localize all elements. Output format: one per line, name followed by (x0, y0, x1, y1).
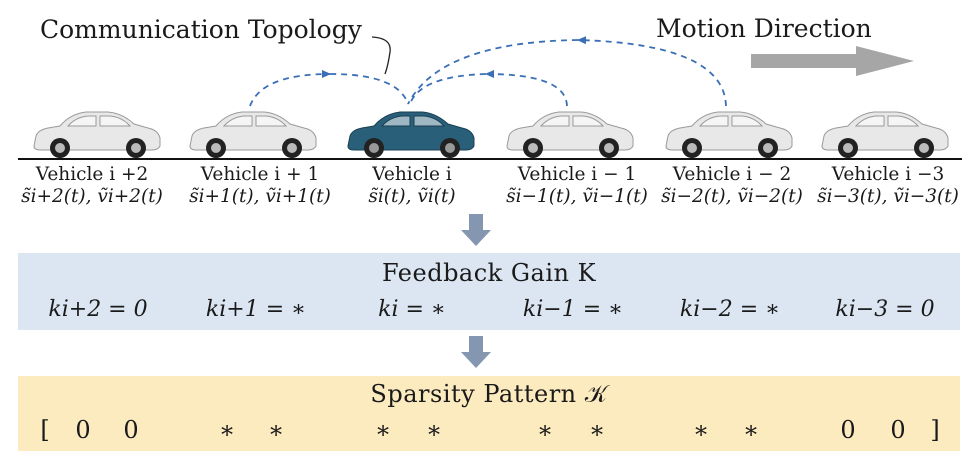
link-arrow-iplus1-to-i (249, 70, 331, 107)
vehicle-state: s̃i−1(t), ṽi−1(t) (506, 186, 648, 207)
vehicle-state: s̃i(t), ṽi(t) (368, 186, 456, 207)
sparsity-entry: ∗ (374, 416, 392, 444)
gain-value: ki−2 = ∗ (679, 297, 781, 322)
sparsity-entry: ∗ (425, 416, 443, 444)
vehicle-label-iminus2: Vehicle i − 2 s̃i−2(t), ṽi−2(t) (647, 164, 817, 208)
matrix-close-bracket: ] (930, 416, 940, 444)
link-arrow-i-to-iplus1 (329, 73, 409, 105)
sparsity-entry: ∗ (536, 416, 554, 444)
vehicle-label-iplus2: Vehicle i +2 s̃i+2(t), ṽi+2(t) (7, 164, 177, 208)
car-icon-vehicle-iminus1 (506, 111, 634, 158)
vehicle-label-iminus3: Vehicle i −3 s̃i−3(t), ṽi−3(t) (803, 164, 973, 208)
sparsity-entry: 0 (123, 416, 139, 444)
sparsity-entry: ∗ (588, 416, 606, 444)
sparsity-pattern-panel: Sparsity Pattern 𝒦 [ 0 0 ∗ ∗ ∗ ∗ ∗ ∗ ∗ ∗… (18, 376, 960, 451)
sparsity-entry: 0 (75, 416, 91, 444)
sparsity-entry: ∗ (267, 416, 285, 444)
vehicle-label-iminus1: Vehicle i − 1 s̃i−1(t), ṽi−1(t) (492, 164, 662, 208)
sparsity-entry: ∗ (692, 416, 710, 444)
flow-arrow-down-1 (461, 214, 491, 246)
car-icon-vehicle-iplus1 (189, 111, 317, 158)
vehicle-name: Vehicle i −3 (831, 164, 945, 185)
sparsity-entry: ∗ (742, 416, 760, 444)
link-arrow-iminus2-to-i (577, 36, 727, 107)
sparsity-entry: ∗ (218, 416, 236, 444)
link-arrow-iminus1-to-i (485, 70, 568, 107)
gain-value: ki+2 = 0 (48, 297, 148, 322)
car-icon-vehicle-iminus2 (665, 111, 793, 158)
sparsity-entry: 0 (840, 416, 856, 444)
link-arrow-i-to-iminus1 (409, 73, 487, 105)
vehicle-name: Vehicle i + 1 (200, 164, 320, 185)
motion-direction-arrow (751, 46, 914, 76)
feedback-gain-title: Feedback Gain K (381, 259, 597, 287)
vehicle-name: Vehicle i +2 (35, 164, 149, 185)
gain-value: ki−3 = 0 (835, 297, 935, 322)
vehicle-name: Vehicle i (372, 164, 452, 185)
sparsity-entry: 0 (890, 416, 906, 444)
vehicle-name: Vehicle i − 1 (517, 164, 637, 185)
car-icon-vehicle-i (347, 111, 475, 158)
vehicle-state: s̃i−2(t), ṽi−2(t) (661, 186, 803, 207)
motion-direction-label: Motion Direction (656, 14, 872, 43)
sparsity-pattern-title: Sparsity Pattern 𝒦 (370, 380, 608, 408)
communication-topology-label: Communication Topology (40, 15, 362, 44)
gain-value: ki+1 = ∗ (205, 297, 307, 322)
vehicle-label-iplus1: Vehicle i + 1 s̃i+1(t), ṽi+1(t) (175, 164, 345, 208)
car-icon-vehicle-iplus2 (33, 111, 161, 158)
vehicle-state: s̃i+2(t), ṽi+2(t) (21, 186, 163, 207)
topology-pointer-line (371, 36, 391, 75)
vehicle-state: s̃i−3(t), ṽi−3(t) (817, 186, 959, 207)
vehicle-state: s̃i+1(t), ṽi+1(t) (189, 186, 331, 207)
vehicle-name: Vehicle i − 2 (672, 164, 792, 185)
flow-arrow-down-2 (461, 336, 491, 368)
link-arrow-i-to-iminus2 (407, 39, 579, 105)
gain-value: ki = ∗ (378, 297, 446, 322)
gain-value: ki−1 = ∗ (522, 297, 624, 322)
car-icon-vehicle-iminus3 (821, 111, 949, 158)
feedback-gain-panel: Feedback Gain K ki+2 = 0 ki+1 = ∗ ki = ∗… (18, 253, 960, 330)
matrix-open-bracket: [ (40, 416, 50, 444)
vehicle-label-i: Vehicle i s̃i(t), ṽi(t) (327, 164, 497, 208)
